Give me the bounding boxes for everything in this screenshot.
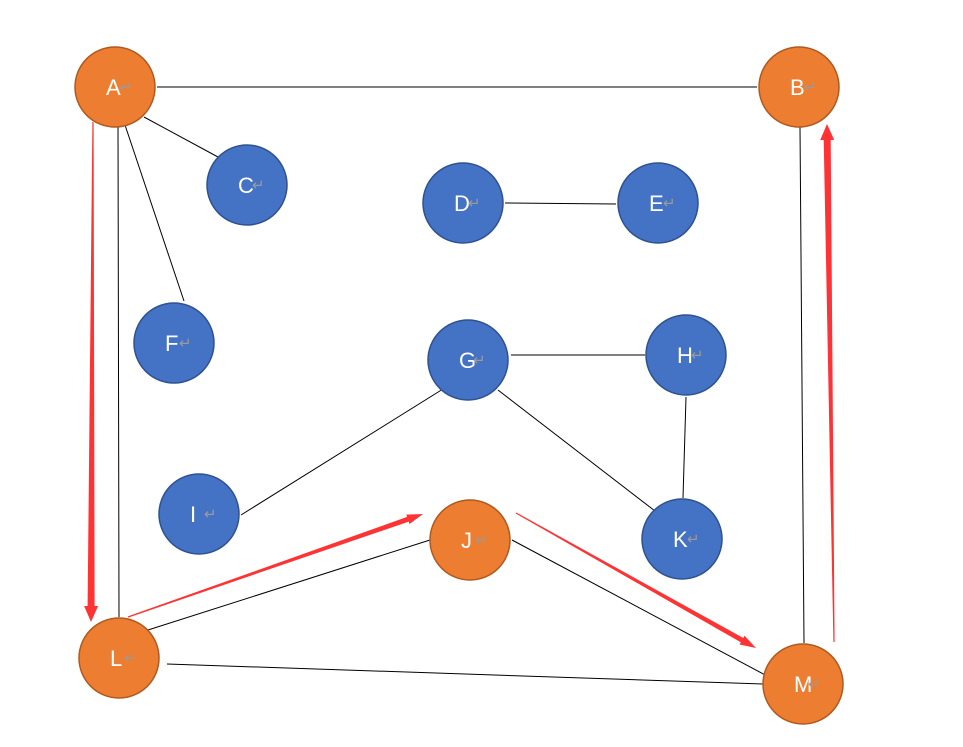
return-mark-icon: ↵ — [663, 194, 676, 212]
node-b-circle — [758, 46, 840, 128]
node-h-circle — [645, 314, 727, 396]
edge-d-e — [504, 202, 617, 205]
return-mark-icon: ↵ — [473, 351, 486, 369]
node-a-label: A — [106, 75, 121, 100]
edge-h-k — [682, 396, 687, 499]
node-g-label: G — [459, 348, 476, 373]
node-f-circle — [133, 302, 215, 384]
node-g-circle — [427, 319, 509, 401]
node-a: A↵ — [74, 46, 156, 128]
path-arrow-l-to-j — [127, 514, 424, 618]
edge-g-i — [240, 388, 444, 516]
node-h: H↵ — [645, 314, 727, 396]
node-e: E↵ — [617, 162, 699, 244]
return-mark-icon: ↵ — [252, 176, 265, 194]
node-m-circle — [762, 643, 844, 725]
node-j-circle — [429, 499, 511, 581]
return-mark-icon: ↵ — [124, 649, 137, 667]
edge-a-c — [143, 116, 219, 158]
node-k-label: K — [673, 527, 688, 552]
node-k-circle — [641, 498, 723, 580]
node-m: M↵ — [762, 643, 844, 725]
node-b-label: B — [790, 75, 805, 100]
node-f: F↵ — [133, 302, 215, 384]
node-d-label: D — [454, 191, 470, 216]
node-c: C↵ — [206, 144, 288, 226]
edge-a-f — [124, 124, 185, 302]
node-i: I↵ — [158, 473, 240, 555]
path-arrow-m-to-b — [820, 124, 835, 642]
node-e-label: E — [649, 191, 664, 216]
return-mark-icon: ↵ — [808, 675, 821, 693]
node-i-label: I — [190, 502, 196, 527]
node-i-circle — [158, 473, 240, 555]
node-e-circle — [617, 162, 699, 244]
return-mark-icon: ↵ — [468, 194, 481, 212]
edge-g-k — [497, 389, 656, 512]
return-mark-icon: ↵ — [179, 334, 192, 352]
node-h-label: H — [677, 343, 693, 368]
return-mark-icon: ↵ — [687, 530, 700, 548]
node-l: L↵ — [78, 617, 160, 699]
edge-l-m — [166, 663, 764, 685]
node-m-label: M — [794, 672, 812, 697]
node-l-label: L — [110, 646, 122, 671]
node-g: G↵ — [427, 319, 509, 401]
path-arrows-layer — [84, 122, 835, 648]
return-mark-icon: ↵ — [475, 531, 488, 549]
edge-l-j — [147, 539, 431, 631]
node-f-label: F — [165, 331, 178, 356]
path-arrow-j-to-m — [515, 512, 756, 648]
node-d-circle — [422, 162, 504, 244]
node-c-label: C — [238, 173, 254, 198]
return-mark-icon: ↵ — [691, 346, 704, 364]
return-mark-icon: ↵ — [204, 505, 217, 523]
node-k: K↵ — [641, 498, 723, 580]
edge-j-m — [511, 539, 770, 678]
return-mark-icon: ↵ — [804, 78, 817, 96]
edge-a-l — [117, 121, 120, 618]
node-c-circle — [206, 144, 288, 226]
node-j-label: J — [461, 528, 472, 553]
node-a-circle — [74, 46, 156, 128]
node-b: B↵ — [758, 46, 840, 128]
node-l-circle — [78, 617, 160, 699]
edge-b-m — [799, 126, 805, 644]
node-d: D↵ — [422, 162, 504, 244]
nodes-layer: A↵B↵C↵D↵E↵F↵G↵H↵I↵J↵K↵L↵M↵ — [74, 46, 844, 725]
path-arrow-a-to-l — [84, 122, 99, 622]
return-mark-icon: ↵ — [120, 78, 133, 96]
edges-layer — [117, 86, 805, 685]
node-j: J↵ — [429, 499, 511, 581]
